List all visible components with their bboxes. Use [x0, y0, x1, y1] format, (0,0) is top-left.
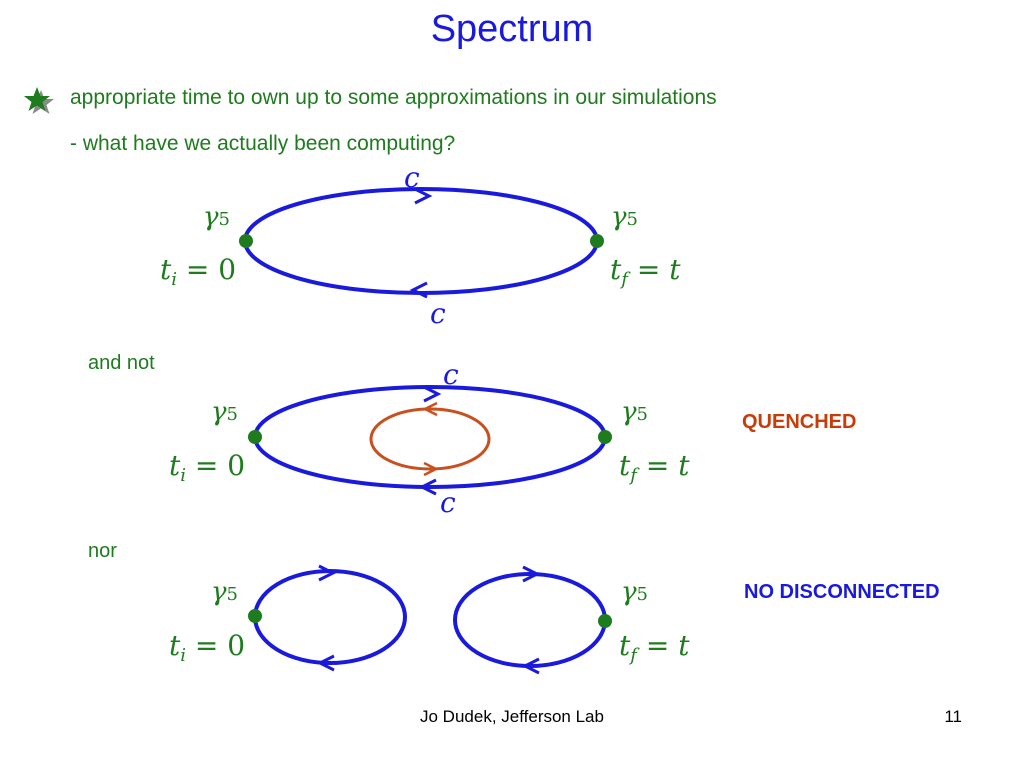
gamma5-right: γ5: [621, 577, 648, 607]
gamma5-right: γ5: [621, 397, 648, 427]
gamma5-left: γ5: [203, 202, 230, 232]
quark-loop-left: [253, 569, 407, 665]
subline-text: - what have we actually been computing?: [70, 132, 456, 155]
time-final-label: tf = t: [619, 449, 690, 486]
no-disconnected-label: NO DISCONNECTED: [744, 581, 940, 603]
source-vertex: [248, 609, 262, 623]
sea-quark-loop: [369, 407, 491, 471]
sink-vertex: [590, 234, 604, 248]
time-final-label: tf = t: [619, 629, 690, 666]
slide-title: Spectrum: [430, 8, 594, 50]
sink-vertex: [598, 614, 612, 628]
quark-label-top: c: [404, 161, 420, 194]
quark-loop-right: [453, 572, 607, 668]
diagram-connected: c c γ5 γ5 ti = 0 tf = t: [160, 161, 681, 330]
arrow-right-icon: [423, 461, 439, 477]
arrow-left-icon: [521, 657, 540, 675]
sink-vertex: [598, 430, 612, 444]
arrow-left-icon: [409, 281, 428, 299]
arrow-left-icon: [418, 478, 437, 496]
and-not-text: and not: [88, 352, 155, 374]
time-initial-label: ti = 0: [169, 449, 245, 486]
arrow-left-icon: [422, 401, 438, 417]
source-vertex: [248, 430, 262, 444]
arrow-right-icon: [522, 565, 541, 583]
gamma5-left: γ5: [211, 577, 238, 607]
star-icon: [24, 87, 54, 114]
arrow-right-icon: [423, 385, 442, 403]
gamma5-right: γ5: [611, 202, 638, 232]
diagram-disconnected: γ5 γ5 ti = 0 tf = t: [169, 564, 690, 675]
quark-label-bottom: c: [440, 486, 456, 519]
time-final-label: tf = t: [610, 253, 681, 290]
footer-author: Jo Dudek, Jefferson Lab: [420, 707, 604, 726]
quenched-label: QUENCHED: [742, 411, 857, 433]
arrow-right-icon: [318, 564, 337, 582]
page-number: 11: [944, 707, 962, 726]
arrow-right-icon: [414, 187, 433, 205]
nor-text: nor: [88, 540, 117, 562]
bullet-text: appropriate time to own up to some appro…: [70, 86, 717, 109]
arrow-left-icon: [316, 654, 335, 672]
time-initial-label: ti = 0: [160, 253, 236, 290]
time-initial-label: ti = 0: [169, 629, 245, 666]
gamma5-left: γ5: [211, 397, 238, 427]
diagram-quenched: c c γ5 γ5 ti = 0 tf = t: [169, 358, 690, 519]
quark-label-top: c: [443, 358, 459, 391]
quark-label-bottom: c: [430, 297, 446, 330]
quark-loop: [243, 187, 599, 295]
source-vertex: [239, 234, 253, 248]
